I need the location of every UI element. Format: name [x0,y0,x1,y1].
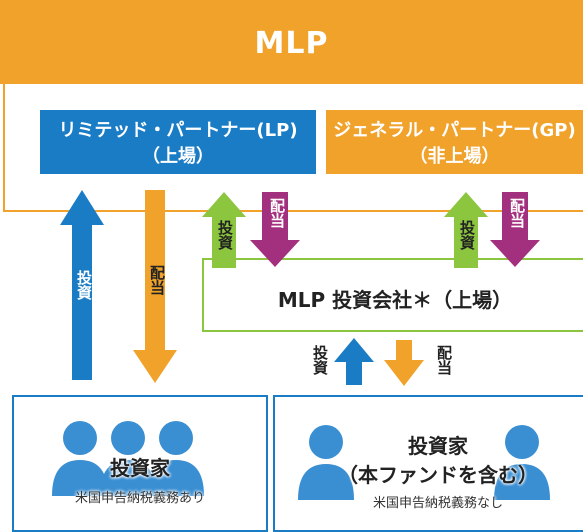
arrow-label-invest-left: 投資 [75,270,93,300]
arrow-distribution-from-lp [133,190,177,383]
arrow-invest-to-gp [444,192,488,268]
investors-right-subtitle: （本ファンドを含む） [338,463,538,487]
lp-label: リミテッド・パートナー(LP) [58,120,298,141]
arrow-label-distribute-left: 配当 [148,265,166,295]
arrow-label-distribute-right: 配当 [435,345,453,375]
investors-left-text: 投資家 米国申告納税義務あり [12,452,268,506]
investment-company-label: MLP 投資会社＊（上場） [277,288,513,312]
gp-box: ジェネラル・パートナー(GP) （非上場） [326,110,583,174]
investors-right-text: 投資家 （本ファンドを含む） 米国申告納税義務なし [273,430,583,511]
investors-left-note: 米国申告納税義務あり [74,491,205,506]
arrow-invest-to-lp [60,190,104,380]
investment-company-box [202,258,583,332]
arrow-invest-to-company [334,338,374,385]
investors-right-note: 米国申告納税義務なし [372,496,503,511]
mlp-title: MLP [254,26,329,61]
arrow-label-invest-lp-company: 投資 [216,220,234,250]
investors-right-title: 投資家 [408,434,468,458]
arrow-distribution-from-gp [490,192,540,267]
arrow-label-distribute-gp: 配当 [508,198,526,228]
arrow-distribution-to-investors [384,340,424,386]
arrow-distribution-to-company-from-lp [250,192,300,267]
investors-left-title: 投資家 [110,456,170,480]
lp-box: リミテッド・パートナー(LP) （上場） [40,110,316,174]
gp-label: ジェネラル・パートナー(GP) [333,120,576,141]
gp-listing-status: （非上場） [409,146,500,167]
arrow-invest-to-lp-from-company [202,192,246,268]
lp-listing-status: （上場） [142,146,214,167]
arrow-label-invest-right: 投資 [311,345,329,375]
arrow-label-invest-gp: 投資 [458,220,476,250]
arrow-label-distribute-lp-company: 配当 [268,198,286,228]
investors-fund-box [273,395,583,532]
mlp-header-band [0,0,583,84]
